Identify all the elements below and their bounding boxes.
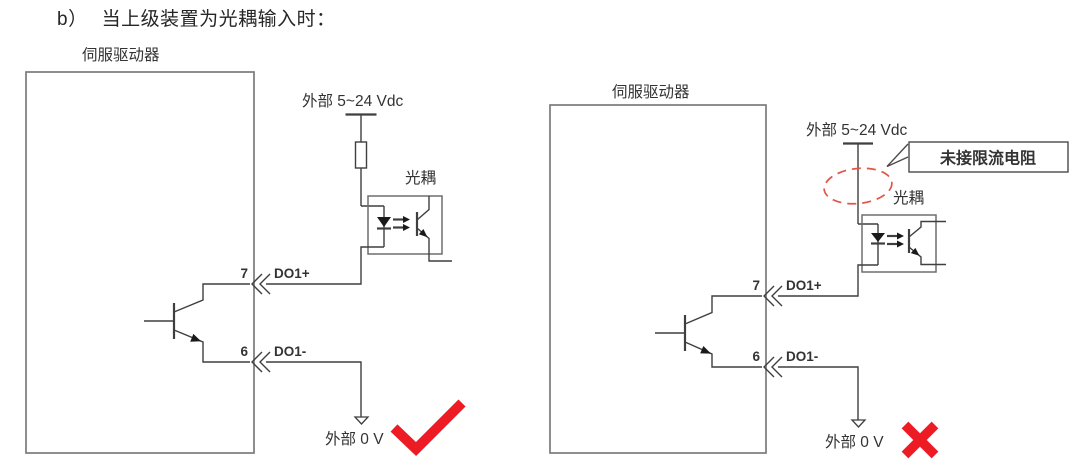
checkmark-icon [390,399,466,456]
pin-6-number: 6 [240,344,248,359]
emitter-arrow-icon [190,333,201,342]
led-symbol [871,224,885,265]
current-limit-resistor [354,141,368,169]
servo-drive-label: 伺服驱动器 [82,46,160,64]
servo-drive-label: 伺服驱动器 [612,83,690,101]
section-bullet: b） [57,9,88,30]
optocoupler-label: 光耦 [893,189,924,207]
led-symbol [377,206,391,247]
pin-6-number: 6 [752,349,760,364]
ground-label: 外部 0 V [325,430,384,448]
light-arrows-icon [393,216,410,231]
callout-label: 未接限流电阻 [939,149,1036,168]
optocoupler [861,214,946,273]
pin-7-number: 7 [240,266,248,281]
optocoupler-box [861,214,937,273]
pin-6-label: DO1- [786,349,818,364]
diagram-correct: 伺服驱动器 7 DO1+ 6 DO1- 外部 5~24 Vd [25,46,466,456]
optocoupler-label: 光耦 [405,169,436,187]
section-heading: b） 当上级装置为光耦输入时： [57,4,336,31]
error-ellipse [823,167,893,205]
callout: 未接限流电阻 [886,141,1069,173]
emitter-arrow-icon [700,346,711,354]
ground-symbol [850,419,867,428]
transistor [144,283,250,363]
optocoupler [367,195,452,262]
pin-7-label: DO1+ [786,278,822,293]
callout-box [908,141,1069,173]
ground-label: 外部 0 V [825,433,884,451]
pin-7-number: 7 [752,278,760,293]
servo-drive-box [549,104,767,454]
diagram-incorrect: 伺服驱动器 7 DO1+ 6 DO1- 外部 5~24 Vd [549,83,1069,459]
optocoupler-box [367,195,443,255]
cross-icon [901,421,939,459]
do1-plus-wire [266,246,384,285]
light-arrows-icon [887,232,904,248]
do1-plus-wire [778,264,878,297]
servo-drive-box [25,71,255,454]
external-supply-label: 外部 5~24 Vdc [806,121,907,139]
transistor [655,295,762,368]
ground-symbol [353,416,370,425]
phototransistor [907,220,946,266]
do1-minus-wire [778,366,859,420]
pin-6-label: DO1- [274,344,306,359]
phototransistor [415,196,452,262]
do1-minus-wire [266,361,362,417]
external-supply-label: 外部 5~24 Vdc [302,92,403,110]
pin-chevrons [763,285,783,378]
pin-7-label: DO1+ [274,266,310,281]
pin-chevrons [251,273,271,373]
section-title: 当上级装置为光耦输入时： [101,9,336,30]
